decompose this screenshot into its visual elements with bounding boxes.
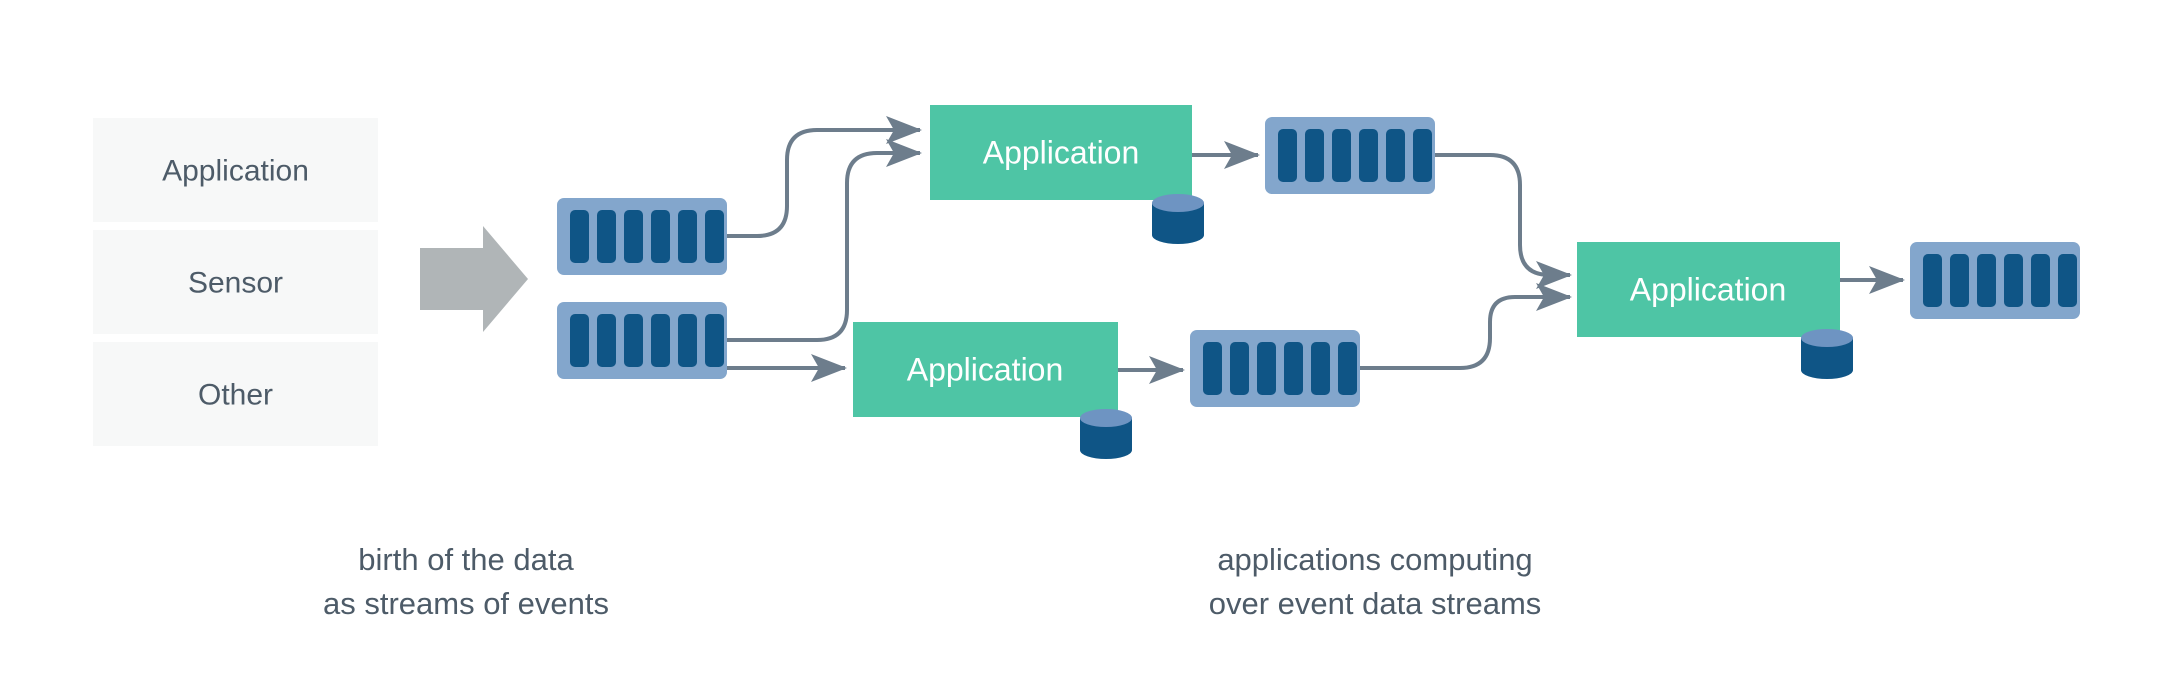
source-item-application[interactable]: Application (93, 118, 378, 222)
caption-right-line-1: applications computing (1217, 542, 1532, 577)
connectors (727, 116, 1905, 384)
source-item-other[interactable]: Other (93, 342, 378, 446)
application-label: Application (907, 352, 1064, 388)
connector-stream4-to-app3 (1360, 283, 1572, 370)
application-node-2[interactable]: Application (853, 322, 1132, 459)
application-node-1[interactable]: Application (930, 105, 1204, 244)
connector-stream1-to-app1 (727, 116, 922, 238)
caption-left-line-1: birth of the data (358, 542, 574, 577)
application-label: Application (1630, 272, 1787, 308)
stream-icon-4[interactable] (1190, 330, 1360, 407)
stream-icon-1[interactable] (557, 198, 727, 275)
connector-stream2-to-app1 (727, 139, 922, 342)
source-label: Application (162, 155, 309, 188)
source-list: Application Sensor Other (93, 118, 378, 446)
caption-left-line-2: as streams of events (323, 586, 609, 621)
stream-icon-5[interactable] (1910, 242, 2080, 319)
caption-left: birth of the data as streams of events (323, 542, 609, 621)
stream-icon-3[interactable] (1265, 117, 1435, 194)
application-node-3[interactable]: Application (1577, 242, 1853, 379)
connector-stream3-to-app3 (1435, 153, 1572, 289)
source-label: Other (198, 379, 273, 412)
database-icon (1080, 409, 1132, 459)
source-label: Sensor (188, 267, 283, 300)
database-icon (1801, 329, 1853, 379)
source-item-sensor[interactable]: Sensor (93, 230, 378, 334)
caption-right-line-2: over event data streams (1209, 586, 1542, 621)
database-icon (1152, 194, 1204, 244)
ingest-arrow-icon (420, 226, 528, 332)
caption-right: applications computing over event data s… (1209, 542, 1542, 621)
stream-icon-2[interactable] (557, 302, 727, 379)
application-label: Application (983, 135, 1140, 171)
